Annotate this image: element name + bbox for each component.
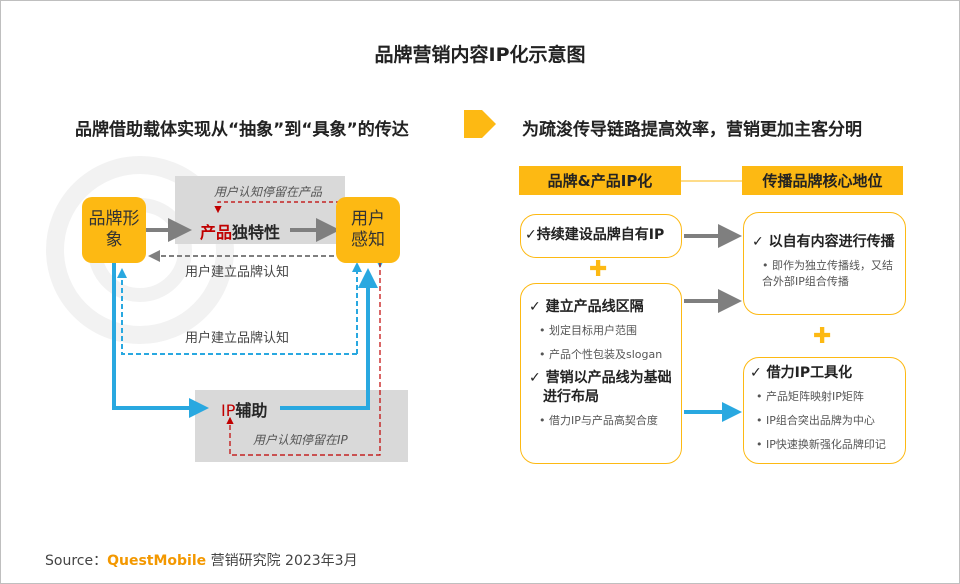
- brand-image-box: 品牌形象: [82, 197, 146, 263]
- ip-red-text: IP: [221, 401, 236, 420]
- bullet: • 划定目标用户范围: [539, 323, 637, 337]
- check-own-content: ✓ 以自有内容进行传播: [752, 234, 895, 250]
- col2-header: 传播品牌核心地位: [742, 166, 903, 195]
- build-brand-label-1: 用户建立品牌认知: [185, 265, 290, 280]
- user-perception-box: 用户感知: [336, 197, 400, 263]
- build-brand-label-2: 用户建立品牌认知: [185, 331, 290, 346]
- bullet: • 借力IP与产品高契合度: [539, 413, 658, 427]
- page-title: 品牌营销内容IP化示意图: [374, 44, 586, 66]
- card-own-ip: ✓持续建设品牌自有IP: [520, 214, 682, 258]
- check-ip-tool: ✓ 借力IP工具化: [750, 365, 853, 381]
- stay-product-label: 用户认知停留在产品: [214, 185, 323, 199]
- product-black-text: 独特性: [232, 223, 281, 242]
- plus-icon: ✚: [589, 257, 608, 282]
- card-own-content: ✓ 以自有内容进行传播 • 即作为独立传播线，又结合外部IP组合传播: [743, 212, 906, 315]
- right-heading: 为疏浚传导链路提高效率，营销更加主客分明: [522, 120, 862, 140]
- bullet: • 即作为独立传播线，又结合外部IP组合传播: [762, 258, 893, 288]
- bullet: • 产品矩阵映射IP矩阵: [756, 389, 864, 403]
- bullet: • IP快速换新强化品牌印记: [756, 437, 886, 451]
- plus-icon: ✚: [813, 324, 832, 349]
- left-heading: 品牌借助载体实现从“抽象”到“具象”的传达: [75, 120, 409, 140]
- check-product-line: ✓ 建立产品线区隔: [529, 299, 644, 315]
- col1-header: 品牌&产品IP化: [519, 166, 681, 195]
- ip-assist-label: IP辅助: [221, 397, 267, 421]
- source-line: Source：QuestMobile 营销研究院 2023年3月: [45, 553, 358, 569]
- product-red-text: 产品: [200, 223, 233, 242]
- stay-ip-label: 用户认知停留在IP: [253, 433, 348, 447]
- right-chevron-arrow-icon: [464, 110, 496, 138]
- questmobile-brand: QuestMobile: [107, 553, 207, 569]
- card-ip-tool: ✓ 借力IP工具化 • 产品矩阵映射IP矩阵 • IP组合突出品牌为中心 • I…: [743, 357, 906, 464]
- check-own-ip: ✓持续建设品牌自有IP: [525, 227, 665, 243]
- check-marketing-layout: ✓ 营销以产品线为基础进行布局: [529, 369, 672, 405]
- product-uniqueness-label: 产品独特性: [200, 219, 280, 243]
- ip-black-text: 辅助: [235, 401, 268, 420]
- card-product-line: ✓ 建立产品线区隔 • 划定目标用户范围 • 产品个性包装及slogan ✓ 营…: [520, 283, 682, 464]
- bullet: • 产品个性包装及slogan: [539, 347, 663, 361]
- bullet: • IP组合突出品牌为中心: [756, 413, 875, 427]
